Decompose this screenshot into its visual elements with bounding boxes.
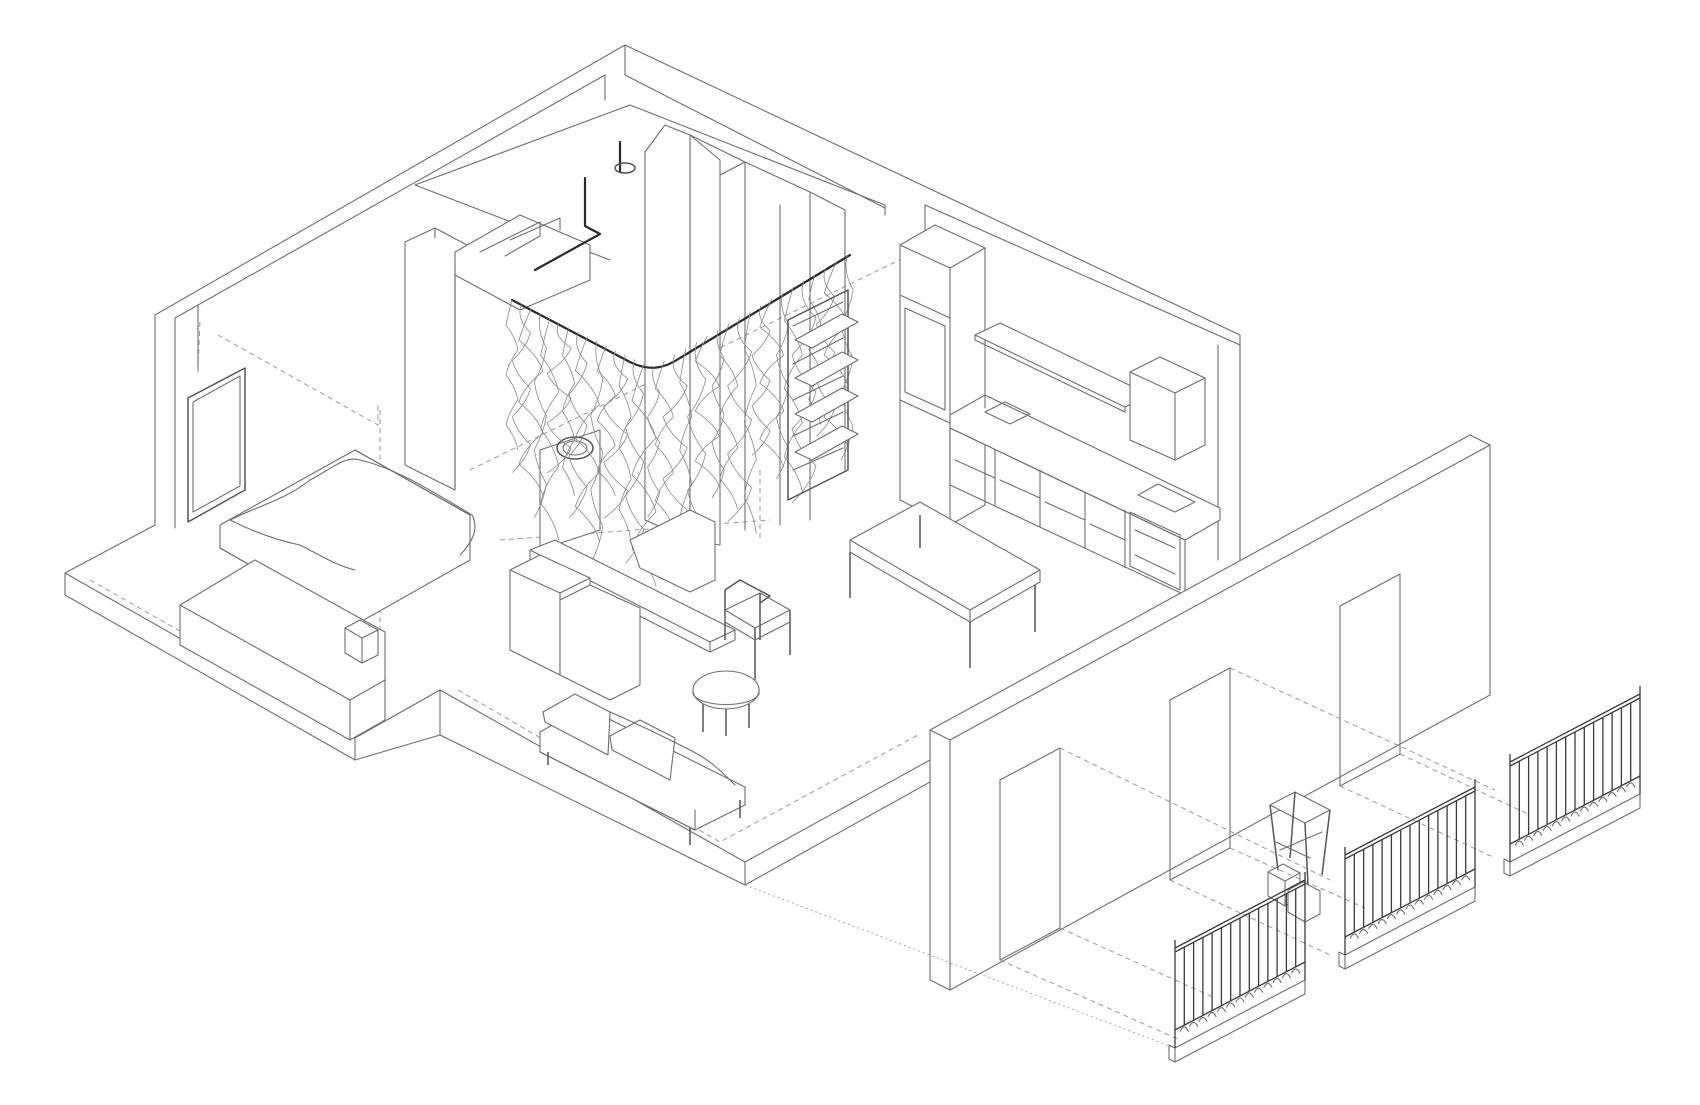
kitchen-tall-unit: [899, 224, 986, 526]
curtain-strand: [546, 322, 572, 474]
curtain-strand: [711, 329, 725, 499]
curtain-strand: [596, 345, 616, 496]
bar-stool: [1269, 791, 1331, 886]
lounge-chair: [724, 579, 791, 680]
wall-wardrobe-column: [404, 214, 591, 491]
balcony-railing: [1338, 779, 1476, 970]
wall-mirror: [187, 367, 246, 523]
curtain-strand: [618, 354, 632, 541]
curtain-strand: [625, 359, 645, 564]
curtain-strand: [574, 336, 600, 541]
balcony-railing: [1503, 686, 1641, 877]
curtain-strand: [511, 304, 531, 473]
curtain-strand: [662, 354, 688, 542]
curtain-strand: [540, 318, 560, 541]
curtain-strand: [808, 274, 822, 425]
curtain-strand: [823, 262, 849, 449]
bedroom-wardrobe: [179, 559, 386, 741]
projection-lines: [744, 667, 1531, 1051]
curtain-strand: [647, 366, 661, 518]
curtain-strand: [759, 299, 785, 468]
dining-table: [849, 501, 1041, 668]
curtain-strand: [776, 292, 789, 480]
curtain-strand: [727, 317, 753, 522]
curtain-strand: [719, 323, 739, 510]
balcony-railings: [1168, 686, 1641, 1063]
sofa: [539, 693, 746, 845]
curtain-strand: [654, 360, 674, 529]
curtain-track: [510, 140, 852, 369]
curtain-strand: [631, 363, 657, 587]
desk-bench: [509, 509, 736, 701]
curtain-strand: [694, 336, 720, 487]
curtain-strand: [743, 311, 757, 534]
curtain-strand: [518, 309, 544, 496]
exploded-front-wall: [929, 434, 1491, 991]
curtain-strand: [751, 305, 771, 456]
wall-shelf: [974, 322, 1151, 413]
range-hood: [1129, 356, 1206, 461]
curtain-strand: [505, 299, 519, 451]
curtain-strand: [562, 327, 576, 496]
balcony-railing: [1168, 872, 1306, 1063]
curtain-strand: [783, 286, 803, 491]
display-shelf: [787, 289, 859, 501]
curtain-strand: [568, 331, 588, 519]
curtain-strand: [791, 280, 817, 503]
curtain-strand: [533, 313, 547, 518]
coffee-table: [692, 670, 760, 736]
curtain-strand: [590, 341, 604, 564]
